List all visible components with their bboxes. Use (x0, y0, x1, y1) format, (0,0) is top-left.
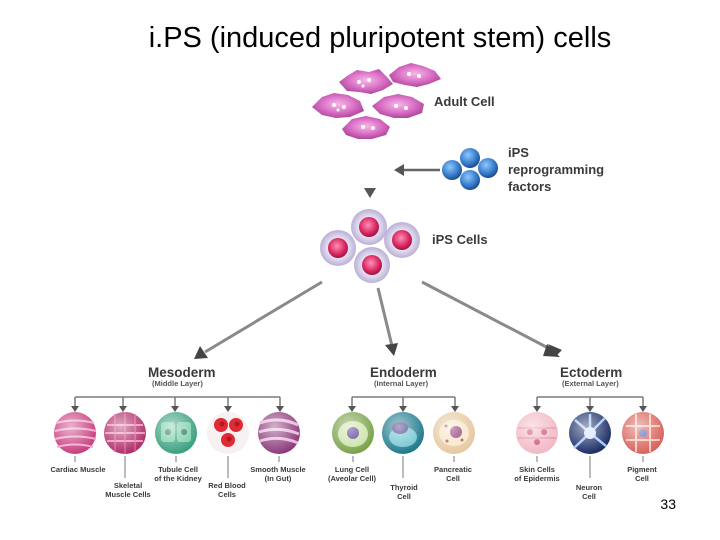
red-blood-cells-label-1: Red Blood (208, 481, 246, 490)
reprogramming-arrow (394, 164, 440, 176)
neuron-cell-label-2: Cell (582, 492, 596, 501)
endoderm-label: Endoderm (370, 365, 437, 380)
skin-cells-label-1: Skin Cells (519, 465, 555, 474)
lung-cell-illustration (332, 412, 374, 454)
adult-cell-label: Adult Cell (434, 94, 495, 109)
pigment-cell-illustration (622, 412, 664, 454)
adult-to-ips-arrow (364, 150, 376, 198)
thyroid-cell-label-2: Cell (397, 492, 411, 501)
adult-cells-illustration (312, 63, 441, 139)
skeletal-muscle-label-2: Muscle Cells (105, 490, 150, 499)
reprogramming-line-2: reprogramming (508, 162, 604, 177)
cardiac-muscle-cell-illustration (54, 412, 97, 454)
skin-cells-illustration (516, 412, 558, 454)
pigment-cell-label-1: Pigment (627, 465, 657, 474)
lung-cell-label-2: (Aveolar Cell) (328, 474, 377, 483)
skin-cells-label-2: of Epidermis (514, 474, 559, 483)
page-number: 33 (660, 496, 676, 512)
ectoderm-label: Ectoderm (560, 365, 622, 380)
mesoderm-label: Mesoderm (148, 365, 216, 380)
reprogramming-factors-illustration (442, 148, 498, 190)
skeletal-muscle-cell-illustration (104, 412, 146, 454)
cell-label-ticks (74, 456, 644, 478)
kidney-tubule-cell-illustration (155, 412, 197, 454)
cardiac-muscle-label: Cardiac Muscle (50, 465, 105, 474)
germ-layer-arrows (194, 280, 562, 359)
pigment-cell-label-2: Cell (635, 474, 649, 483)
pancreatic-cell-illustration (433, 412, 475, 454)
endoderm-sublabel: (Internal Layer) (374, 379, 429, 388)
thyroid-cell-illustration (382, 412, 424, 454)
red-blood-cells-illustration (207, 412, 249, 454)
bracket-arrowheads (71, 406, 647, 412)
neuron-cell-illustration (569, 412, 611, 454)
ectoderm-sublabel: (External Layer) (562, 379, 619, 388)
reprogramming-line-3: factors (508, 179, 551, 194)
pancreatic-cell-label-2: Cell (446, 474, 460, 483)
tubule-cell-label-2: of the Kidney (154, 474, 202, 483)
skeletal-muscle-label-1: Skeletal (114, 481, 142, 490)
slide-title: i.PS (induced pluripotent stem) cells (148, 22, 612, 54)
smooth-muscle-label-2: (In Gut) (265, 474, 292, 483)
ips-cells-illustration (320, 209, 420, 283)
smooth-muscle-cell-illustration (258, 412, 300, 454)
mesoderm-sublabel: (Middle Layer) (152, 379, 203, 388)
ips-cells-label: iPS Cells (432, 232, 488, 247)
neuron-cell-label-1: Neuron (576, 483, 603, 492)
pancreatic-cell-label-1: Pancreatic (434, 465, 472, 474)
tubule-cell-label-1: Tubule Cell (158, 465, 198, 474)
red-blood-cells-label-2: Cells (218, 490, 236, 499)
smooth-muscle-label-1: Smooth Muscle (250, 465, 305, 474)
germ-layer-brackets (74, 396, 644, 408)
thyroid-cell-label-1: Thyroid (390, 483, 418, 492)
reprogramming-line-1: iPS (508, 145, 529, 160)
lung-cell-label-1: Lung Cell (335, 465, 369, 474)
